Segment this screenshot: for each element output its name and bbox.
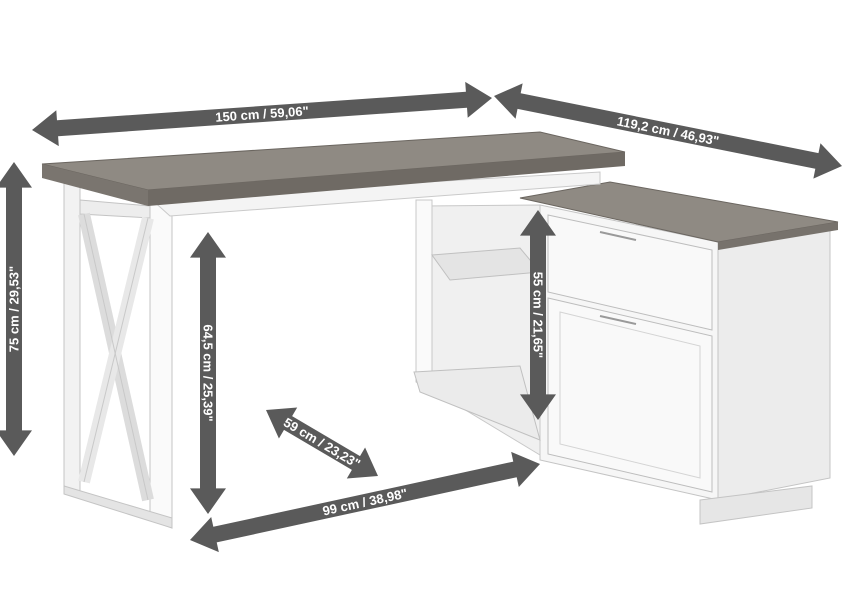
width-main-arrow: 150 cm / 59,06" xyxy=(32,81,492,147)
height-clear-arrow: 64,5 cm / 25,39" xyxy=(190,232,226,514)
width-return-arrow-shape xyxy=(493,83,843,179)
return-cabinet xyxy=(519,181,839,525)
x-brace-b-edge xyxy=(83,217,149,483)
left-leg-rear xyxy=(149,199,173,529)
height-clear-arrow-shape xyxy=(190,232,226,514)
width-return-arrow-label: 119,2 cm / 46,93" xyxy=(616,113,721,148)
cabinet-plinth xyxy=(699,485,813,525)
height-clear-arrow-label: 64,5 cm / 25,39" xyxy=(201,324,216,421)
shelf-left-panel xyxy=(415,199,433,393)
height-cabinet-arrow: 55 cm / 21,65" xyxy=(520,210,556,420)
depth-return-arrow-shape xyxy=(265,407,379,479)
desktop-edge-long xyxy=(148,152,625,206)
left-leg-top-rail xyxy=(79,199,151,219)
upper-drawer-handle xyxy=(599,231,637,241)
lower-drawer-panel xyxy=(559,311,701,479)
x-brace-a-edge xyxy=(83,213,149,501)
height-cabinet-arrow-label: 55 cm / 21,65" xyxy=(531,272,546,358)
lower-drawer-handle xyxy=(599,315,637,325)
left-leg-front xyxy=(63,179,81,493)
width-clear-arrow-shape xyxy=(189,451,541,553)
main-desktop xyxy=(41,131,626,206)
upper-drawer xyxy=(547,214,713,331)
open-shelf-unit xyxy=(413,199,541,456)
height-total-arrow: 75 cm / 29,53" xyxy=(0,162,32,456)
height-cabinet-arrow-shape xyxy=(520,210,556,420)
width-clear-arrow-label: 99 cm / 38,98" xyxy=(321,486,409,519)
shelf-floor xyxy=(413,365,541,441)
width-main-arrow-shape xyxy=(32,81,492,147)
cabinet-side xyxy=(717,229,831,501)
height-total-arrow-label: 75 cm / 29,53" xyxy=(7,266,22,352)
width-main-arrow-label: 150 cm / 59,06" xyxy=(215,103,309,124)
left-leg-bottom-rail xyxy=(63,485,173,529)
left-x-leg xyxy=(63,179,173,529)
return-top-edge xyxy=(718,222,838,250)
desktop-edge xyxy=(42,164,148,206)
height-total-arrow-shape xyxy=(0,162,32,456)
l-shaped-desk xyxy=(41,131,839,529)
depth-return-arrow: 59 cm / 23,23" xyxy=(265,407,379,479)
depth-return-arrow-label: 59 cm / 23,23" xyxy=(281,415,363,472)
